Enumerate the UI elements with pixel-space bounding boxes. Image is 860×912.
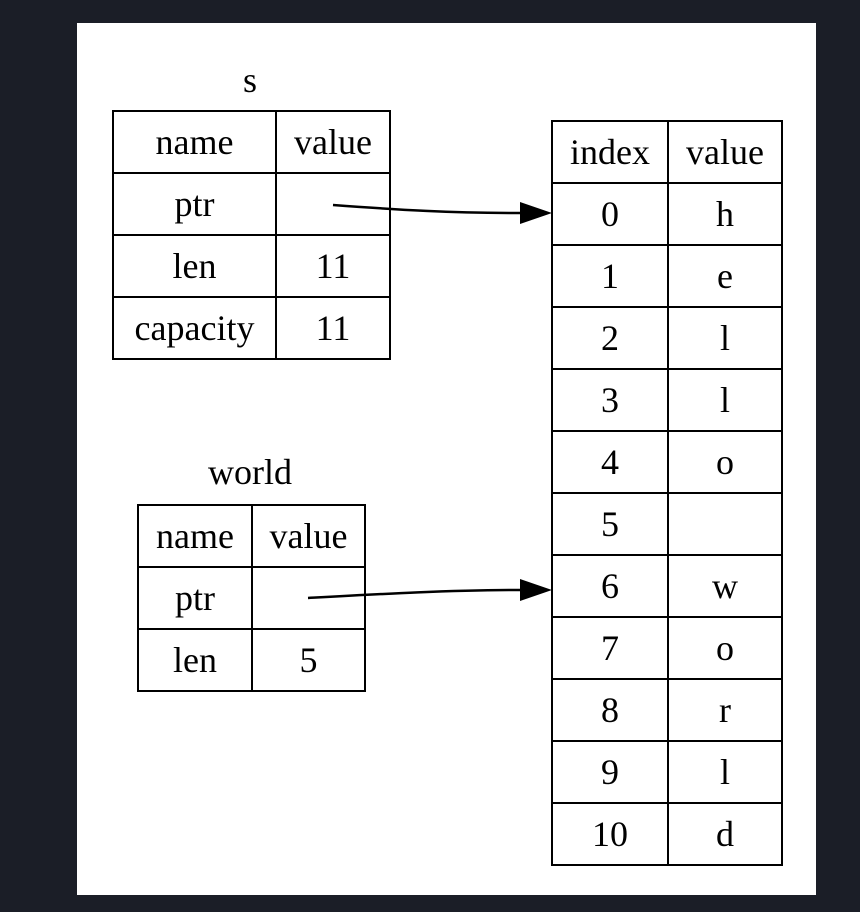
header-value: value [667, 120, 783, 184]
header-name: name [112, 110, 277, 174]
cell-value: d [667, 802, 783, 866]
cell-index: 1 [551, 244, 669, 308]
table-row: 8 r [551, 678, 783, 742]
cell-value: e [667, 244, 783, 308]
cell-value: h [667, 182, 783, 246]
cell-value: l [667, 306, 783, 370]
world-variable-title: world [208, 452, 292, 492]
table-row: 10 d [551, 802, 783, 866]
world-variable-table: name value ptr len 5 [137, 504, 366, 692]
field-name: ptr [112, 172, 277, 236]
table-row: 1 e [551, 244, 783, 308]
table-row: 0 h [551, 182, 783, 246]
table-row: capacity 11 [112, 296, 391, 360]
cell-index: 9 [551, 740, 669, 804]
s-variable-title: s [242, 60, 257, 100]
heap-memory-table: index value 0 h 1 e 2 l 3 l 4 o 5 6 w 7 … [551, 120, 783, 866]
cell-value: l [667, 740, 783, 804]
cell-index: 8 [551, 678, 669, 742]
table-row: 7 o [551, 616, 783, 680]
field-value [251, 566, 366, 630]
cell-index: 4 [551, 430, 669, 494]
cell-index: 2 [551, 306, 669, 370]
s-variable-table: name value ptr len 11 capacity 11 [112, 110, 391, 360]
header-index: index [551, 120, 669, 184]
field-value [275, 172, 391, 236]
header-name: name [137, 504, 253, 568]
cell-value: l [667, 368, 783, 432]
field-name: len [112, 234, 277, 298]
table-row: 9 l [551, 740, 783, 804]
table-row: ptr [137, 566, 366, 630]
table-row: ptr [112, 172, 391, 236]
table-header-row: index value [551, 120, 783, 184]
cell-value: o [667, 430, 783, 494]
field-name: capacity [112, 296, 277, 360]
cell-value: r [667, 678, 783, 742]
table-row: len 11 [112, 234, 391, 298]
header-value: value [275, 110, 391, 174]
cell-value: w [667, 554, 783, 618]
cell-value [667, 492, 783, 556]
cell-index: 10 [551, 802, 669, 866]
field-value: 11 [275, 234, 391, 298]
table-header-row: name value [112, 110, 391, 174]
table-row: 3 l [551, 368, 783, 432]
cell-index: 5 [551, 492, 669, 556]
table-header-row: name value [137, 504, 366, 568]
cell-index: 6 [551, 554, 669, 618]
cell-value: o [667, 616, 783, 680]
cell-index: 0 [551, 182, 669, 246]
table-row: 6 w [551, 554, 783, 618]
field-value: 11 [275, 296, 391, 360]
header-value: value [251, 504, 366, 568]
table-row: 5 [551, 492, 783, 556]
table-row: len 5 [137, 628, 366, 692]
field-value: 5 [251, 628, 366, 692]
cell-index: 7 [551, 616, 669, 680]
field-name: len [137, 628, 253, 692]
field-name: ptr [137, 566, 253, 630]
table-row: 4 o [551, 430, 783, 494]
cell-index: 3 [551, 368, 669, 432]
table-row: 2 l [551, 306, 783, 370]
